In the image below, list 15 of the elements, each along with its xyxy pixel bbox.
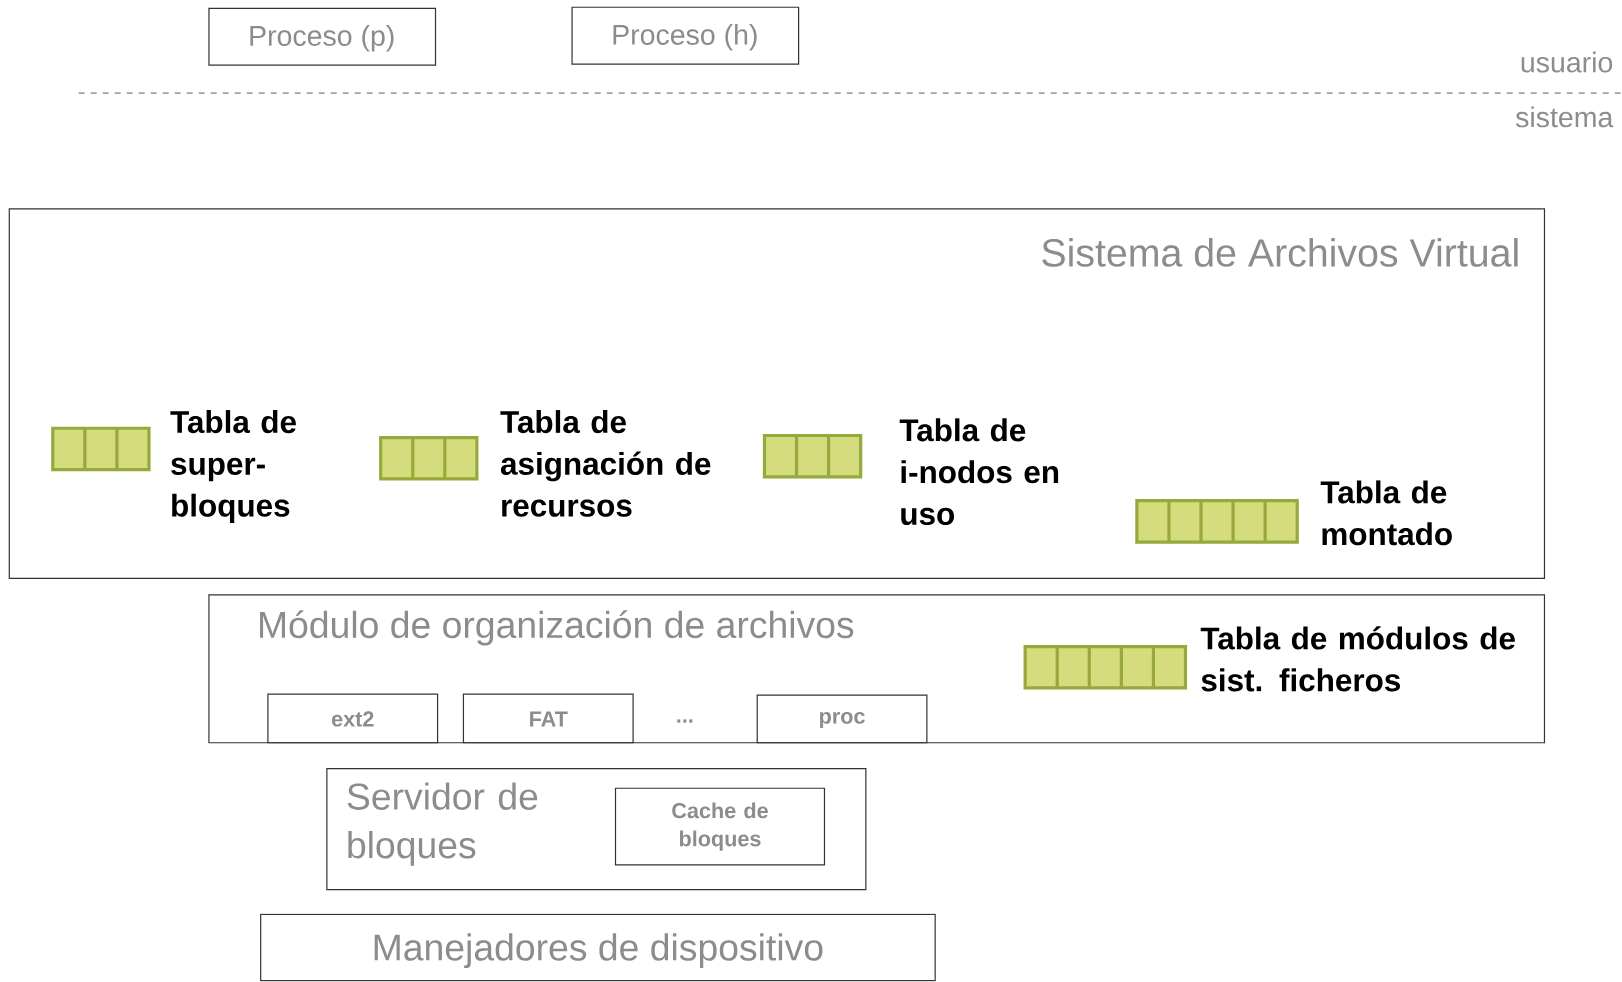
table-label: Tabla de módulos de sist. ficheros xyxy=(1200,626,1515,692)
layer-box: Proceso (p) xyxy=(208,7,437,66)
module-box: ext2 xyxy=(267,693,439,744)
ellipsis-text: ... xyxy=(677,719,693,723)
layer-label: usuario xyxy=(1521,51,1613,73)
module-box: Cache de bloques xyxy=(614,787,826,866)
layer-box: Manejadores de dispositivo xyxy=(260,914,936,982)
table-label: Tabla de montado xyxy=(1320,480,1452,546)
table-label: Tabla de i-nodos en uso xyxy=(899,418,1059,526)
layer-box: Proceso (h) xyxy=(571,6,800,65)
module-box: FAT xyxy=(462,693,634,744)
table-label: Tabla de super-bloques xyxy=(170,410,296,524)
table-label: Tabla de asignación de recursos xyxy=(500,410,711,517)
layer-label: sistema xyxy=(1515,106,1614,128)
module-box: proc xyxy=(756,694,928,744)
